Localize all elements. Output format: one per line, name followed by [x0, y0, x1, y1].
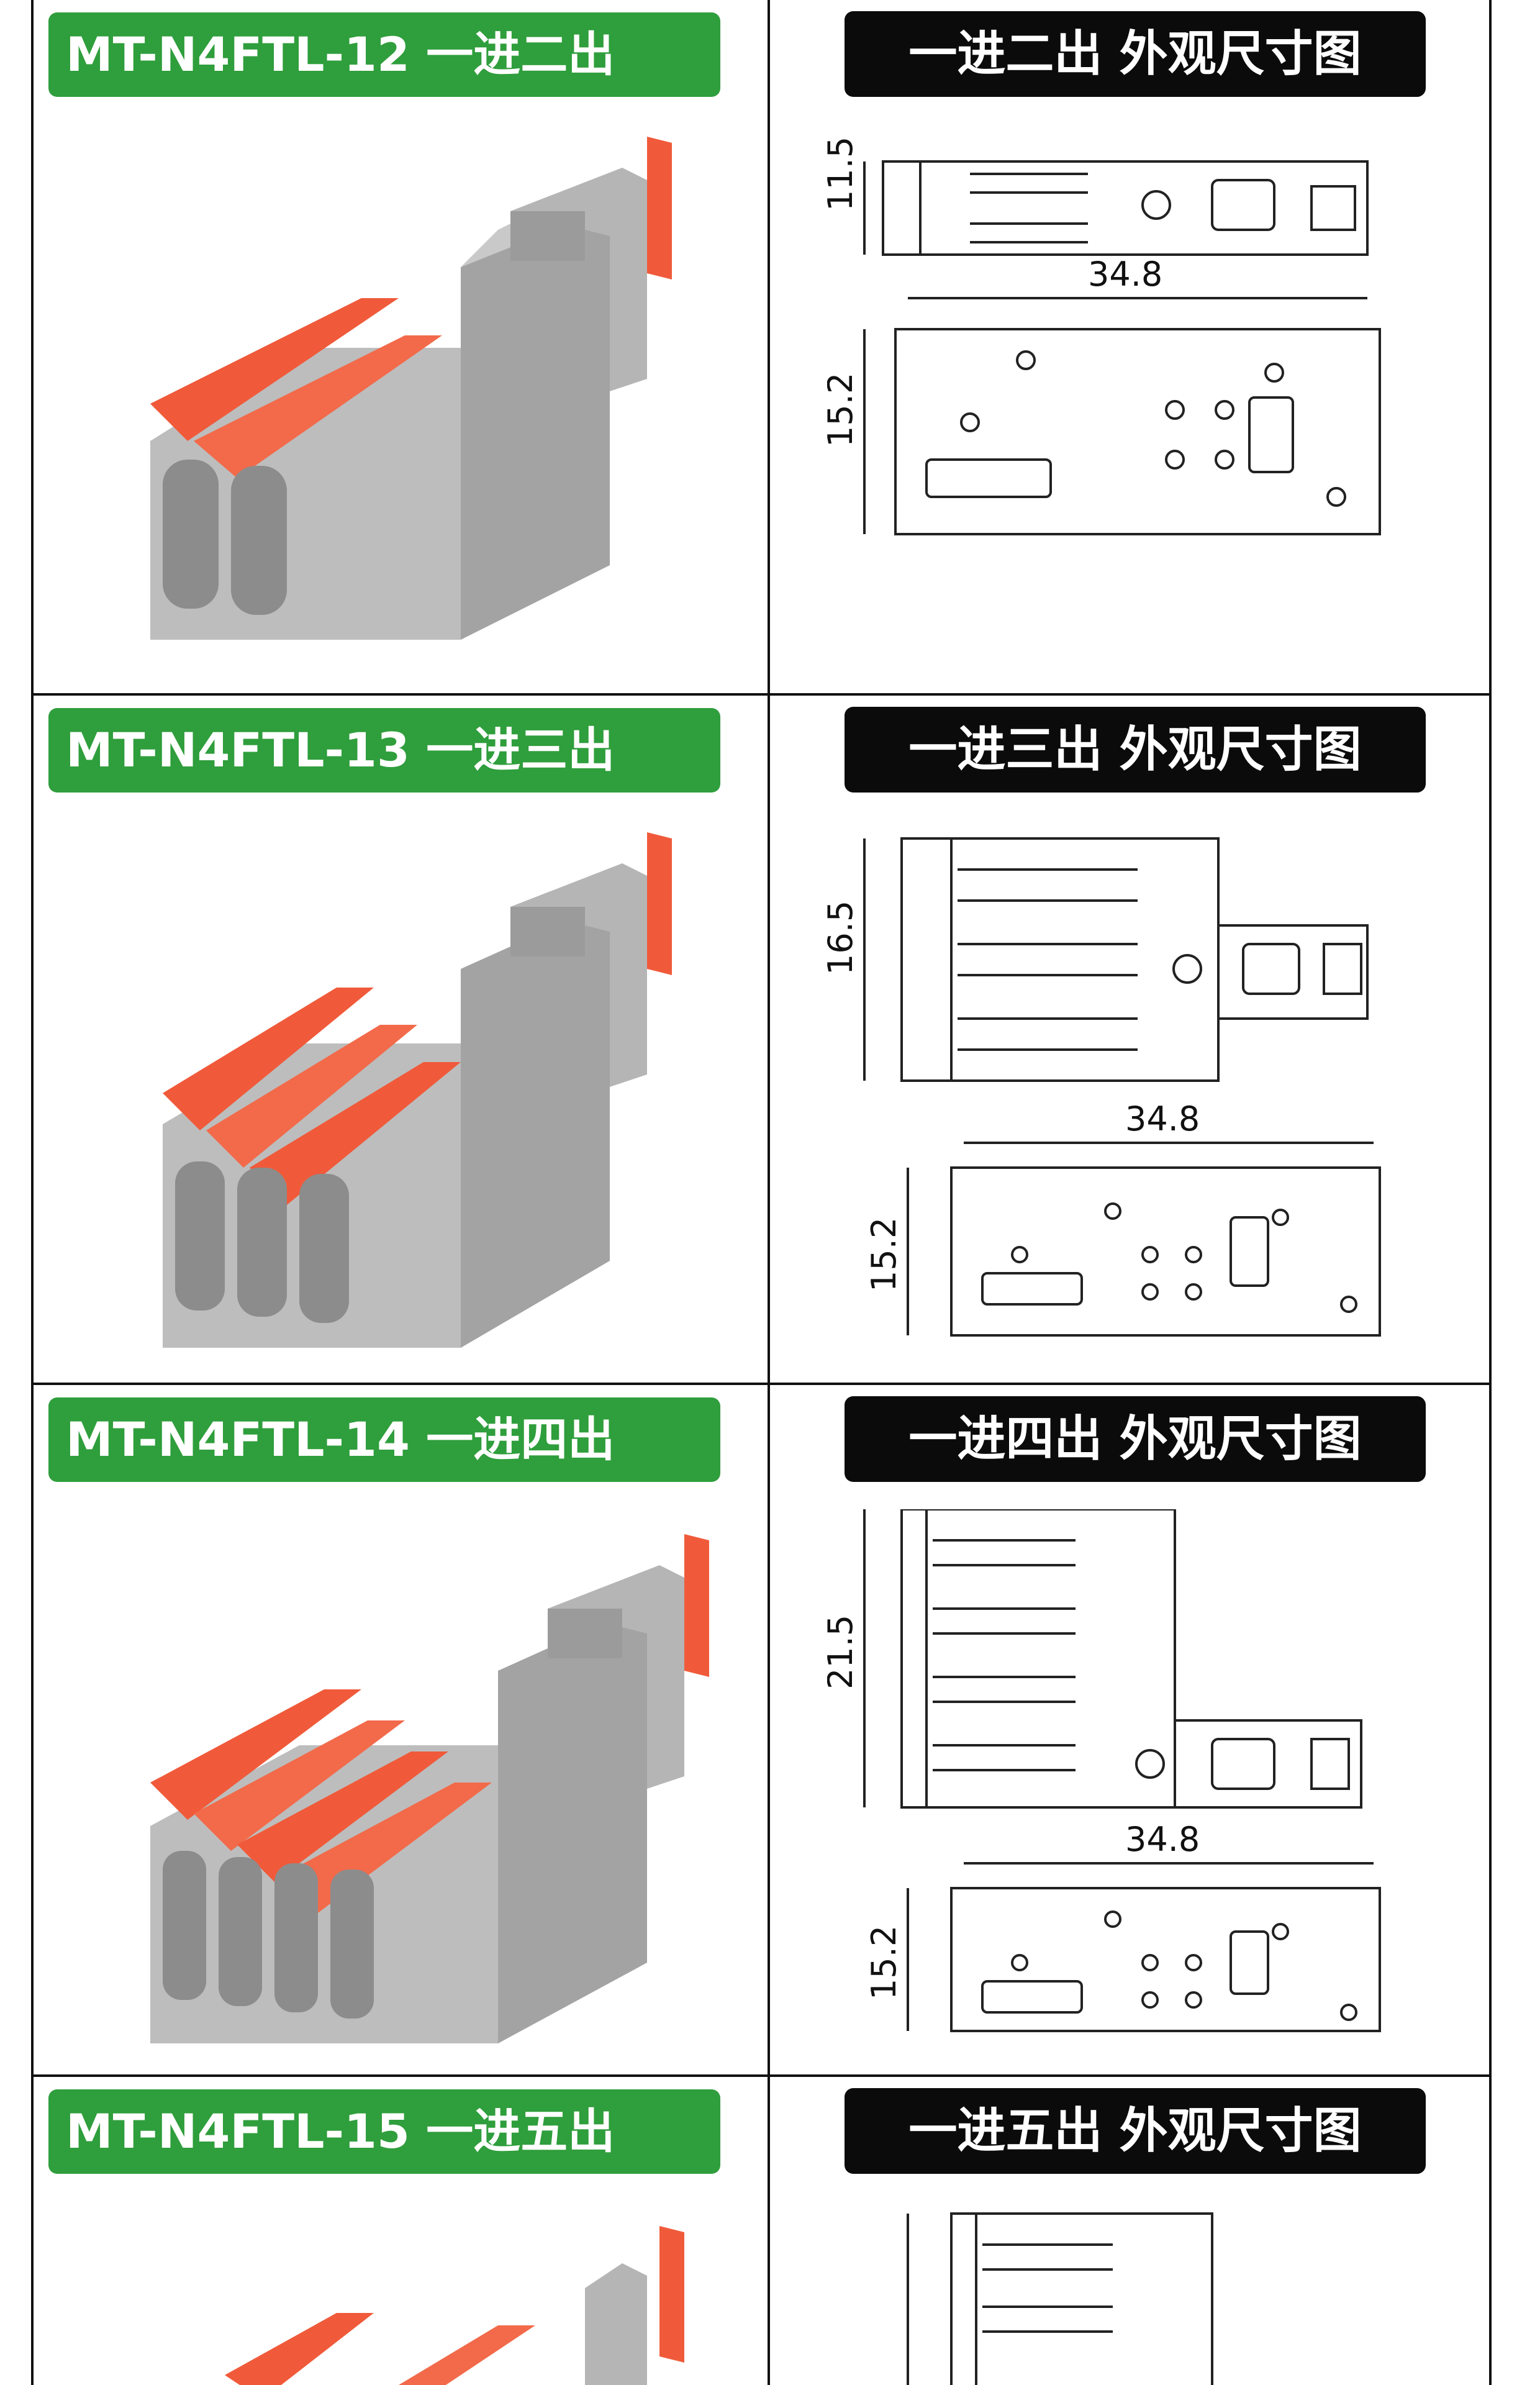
row-divider-1: [31, 693, 1492, 696]
top-height-dim: 16.5: [827, 901, 860, 975]
left-border: [31, 0, 34, 2385]
section-row-4-outputs: MT-N4FTL-14 一进四出 一进四出 外观尺寸图: [32, 1385, 1493, 2074]
dimension-drawing: 16.5 34.8 15.2: [827, 837, 1381, 1337]
section-row-5-outputs: MT-N4FTL-15 一进五出 一进五出 外观尺寸图: [32, 2077, 1493, 2385]
width-dim: 34.8: [1088, 255, 1162, 294]
dimension-drawing: [907, 2212, 1213, 2385]
width-dim: 34.8: [1125, 1820, 1200, 1859]
model-label-badge: MT-N4FTL-12 一进二出: [48, 12, 720, 97]
connector-photo: [163, 832, 672, 1348]
center-divider: [768, 0, 770, 2385]
drawing-title-badge: 一进三出 外观尺寸图: [845, 707, 1426, 793]
connector-photo: [150, 1534, 709, 2043]
right-border: [1489, 0, 1492, 2385]
side-height-dim: 15.2: [864, 1217, 904, 1292]
connector-photo: [150, 137, 672, 640]
section-row-2-outputs: MT-N4FTL-12 一进二出 一进二出 外观尺寸图: [32, 0, 1493, 693]
model-label-badge: MT-N4FTL-13 一进三出: [48, 708, 720, 793]
row-divider-3: [31, 2074, 1492, 2077]
width-dim: 34.8: [1125, 1099, 1200, 1138]
drawing-title-badge: 一进二出 外观尺寸图: [845, 11, 1426, 97]
section-row-3-outputs: MT-N4FTL-13 一进三出 一进三出 外观尺寸图: [32, 696, 1493, 1383]
side-height-dim: 15.2: [827, 373, 860, 447]
drawing-title-badge: 一进四出 外观尺寸图: [845, 1396, 1426, 1482]
connector-photo: [225, 2226, 684, 2385]
row-divider-2: [31, 1383, 1492, 1385]
drawing-title-badge: 一进五出 外观尺寸图: [845, 2088, 1426, 2174]
dimension-drawing: 11.5 34.8 15.2: [827, 137, 1381, 535]
model-label-badge: MT-N4FTL-14 一进四出: [48, 1397, 720, 1482]
top-height-dim: 21.5: [827, 1615, 860, 1689]
model-label-badge: MT-N4FTL-15 一进五出: [48, 2089, 720, 2174]
side-height-dim: 15.2: [864, 1925, 904, 2000]
dimension-drawing: 21.5 34.8 15.2: [827, 1509, 1381, 2032]
top-height-dim: 11.5: [827, 137, 860, 211]
